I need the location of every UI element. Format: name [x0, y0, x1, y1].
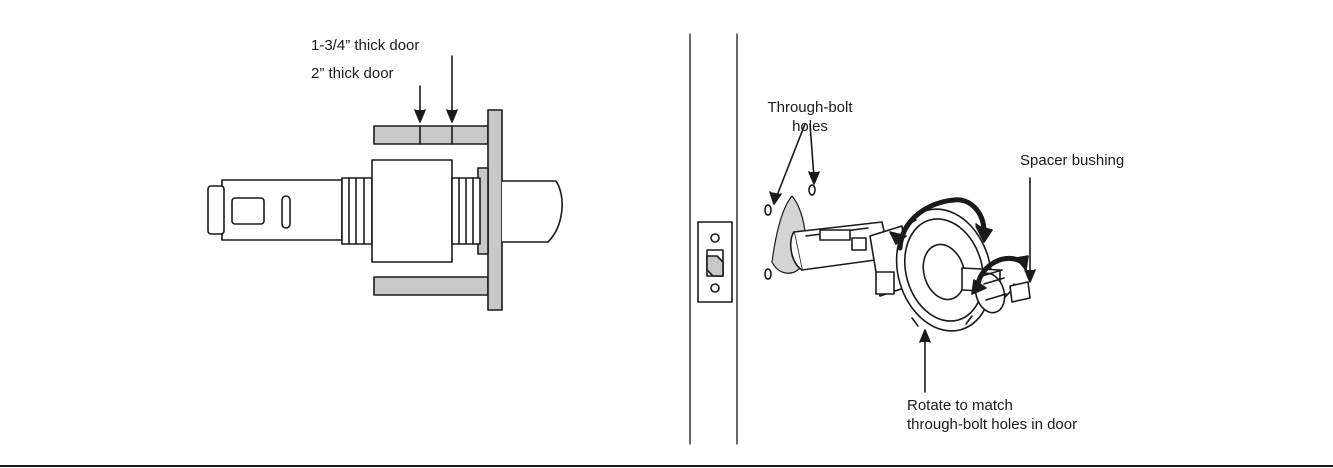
- label-1-3-4-thick-door: 1-3/4” thick door: [311, 37, 420, 54]
- door-bar-bottom: [373, 276, 489, 296]
- label-through-bolt-holes: Through-bolt holes: [760, 98, 860, 136]
- through-bolt-hole: [808, 184, 816, 196]
- through-bolt-hole: [764, 268, 772, 280]
- door-bar-top: [373, 125, 489, 145]
- latch-slot: [281, 195, 291, 229]
- latch-window: [231, 197, 265, 225]
- label-through-bolt-line-1: Through-bolt: [767, 99, 853, 116]
- through-bolt-hole: [764, 204, 772, 216]
- label-rotate-line-1: Rotate to match: [907, 397, 1013, 414]
- door-thickness-section: [207, 55, 563, 311]
- strike-plate: [697, 221, 733, 303]
- center-housing: [371, 159, 453, 263]
- label-rotate-line-2: through-bolt holes in door: [907, 416, 1078, 433]
- spindle: [501, 180, 563, 243]
- label-spacer-bushing: Spacer bushing: [1020, 152, 1125, 169]
- lock-chassis: [789, 208, 1031, 332]
- label-through-bolt-line-2: holes: [792, 118, 828, 135]
- spacer-bushing: [974, 269, 1031, 314]
- face-plate: [487, 109, 503, 311]
- label-rotate-to-match: Rotate to match through-bolt holes in do…: [907, 396, 1077, 434]
- label-2-thick-door: 2” thick door: [311, 65, 394, 82]
- rotate-arrow-rose: [897, 197, 987, 251]
